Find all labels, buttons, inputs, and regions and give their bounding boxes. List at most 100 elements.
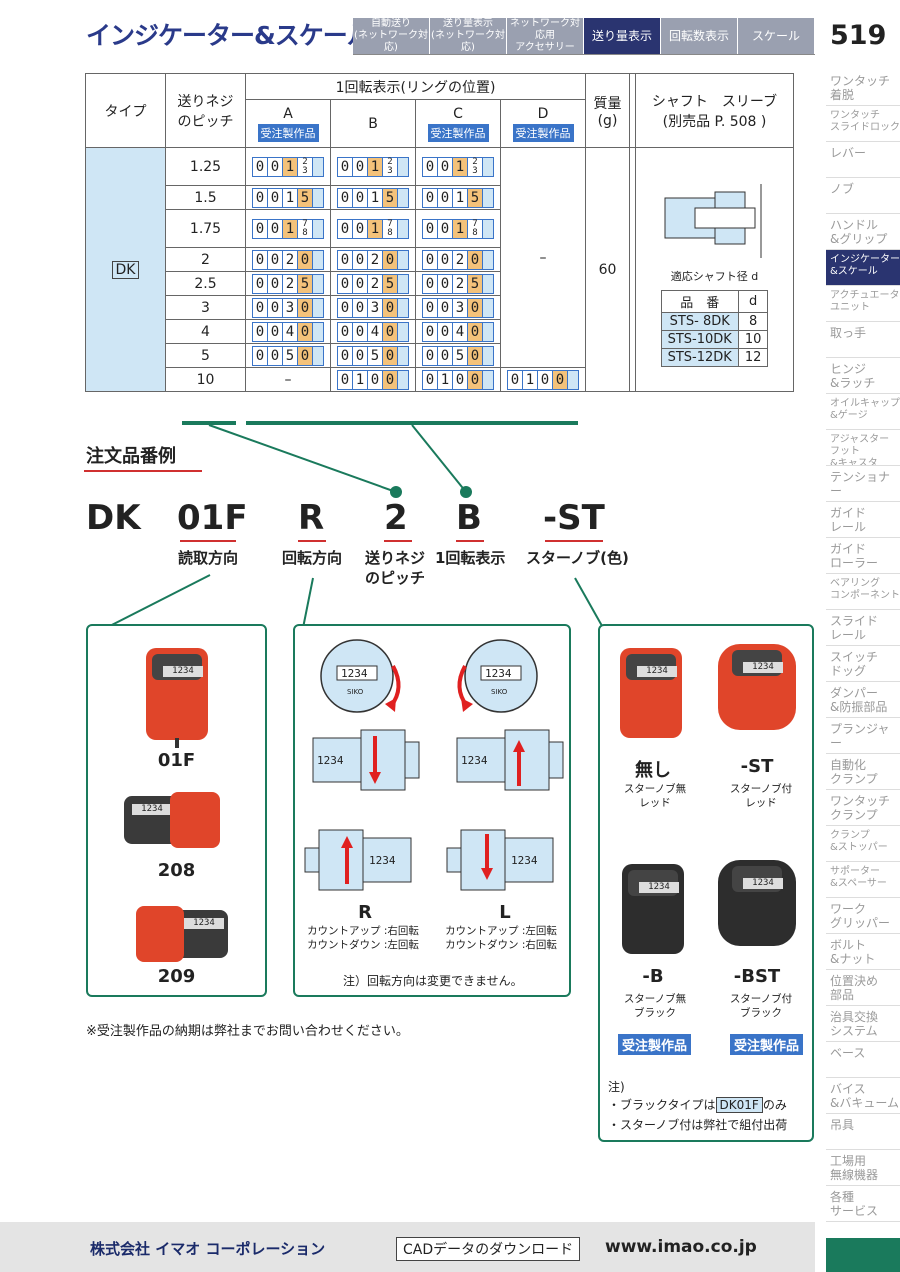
sidebar-item-27[interactable]: ベース	[826, 1042, 900, 1078]
rotation-direction-box: 1234 1234 SIKO SIKO 1234 1234 1234 1234 …	[293, 624, 571, 997]
header-divider	[353, 54, 815, 55]
sidebar-item-17[interactable]: ダンパー &防振部品	[826, 682, 900, 718]
read-direction-box: 1234 01F 1234 208 1234 209	[86, 624, 267, 997]
sidebar-item-11[interactable]: テンショナー	[826, 466, 900, 502]
tab-2[interactable]: ネットワーク対応用 アクセサリー	[507, 18, 584, 54]
sidebar-item-22[interactable]: サポーター &スペーサー	[826, 862, 900, 898]
mass-value: 60	[585, 147, 630, 392]
made-to-order-tag: 受注製作品	[618, 1034, 692, 1055]
sidebar-item-24[interactable]: ボルト &ナット	[826, 934, 900, 970]
code-knob: -ST	[543, 498, 605, 538]
note-star-knob: ・スターノブ付は弊社で組付出荷	[608, 1118, 788, 1132]
dial-brand: SIKO	[491, 688, 508, 696]
col-shaft: シャフト スリーブ (別売品 P. 508 )	[635, 73, 794, 148]
sidebar-item-2[interactable]: レバー	[826, 142, 900, 178]
label-read-direction: 読取方向	[178, 549, 239, 567]
sidebar-item-30[interactable]: 工場用 無線機器	[826, 1150, 900, 1186]
label-pitch: 送りネジ のピッチ	[365, 549, 426, 587]
sidebar-item-29[interactable]: 吊具	[826, 1114, 900, 1150]
cad-download-link[interactable]: CADデータのダウンロード	[396, 1237, 581, 1261]
knob-code-none: 無し	[635, 760, 671, 781]
sidebar-item-28[interactable]: バイス &バキューム	[826, 1078, 900, 1114]
website-link[interactable]: www.imao.co.jp	[605, 1237, 757, 1257]
order-example-title: 注文品番例	[86, 446, 176, 467]
sidebar-item-3[interactable]: ノブ	[826, 178, 900, 214]
sidebar-item-19[interactable]: 自動化 クランプ	[826, 754, 900, 790]
side-digits: 1234	[369, 854, 396, 867]
sidebar-item-31[interactable]: 各種 サービス	[826, 1186, 900, 1222]
connector-dot	[460, 486, 472, 498]
category-sidebar: ワンタッチ 着脱ワンタッチ スライドロックレバーノブハンドル &グリップインジケ…	[826, 70, 900, 1222]
knob-black-plain-image: 1234	[622, 864, 684, 954]
sidebar-item-18[interactable]: プランジャー	[826, 718, 900, 754]
sidebar-item-25[interactable]: 位置決め 部品	[826, 970, 900, 1006]
sidebar-item-10[interactable]: アジャスター フット &キャスタ	[826, 430, 900, 466]
knob-black-star-image: 1234	[718, 860, 796, 946]
sidebar-item-5[interactable]: インジケーター &スケール	[826, 250, 900, 286]
sidebar-item-6[interactable]: アクチュエータ ユニット	[826, 286, 900, 322]
tab-1[interactable]: 送り量表示 (ネットワーク対応)	[430, 18, 507, 54]
sidebar-item-14[interactable]: ベアリング コンポーネント	[826, 574, 900, 610]
sidebar-item-13[interactable]: ガイド ローラー	[826, 538, 900, 574]
tab-4[interactable]: 回転数表示	[661, 18, 738, 54]
rotation-bracket	[246, 421, 578, 425]
sidebar-item-1[interactable]: ワンタッチ スライドロック	[826, 106, 900, 142]
knob-desc-none: スターノブ無 レッド	[623, 783, 687, 809]
notes-head: 注)	[608, 1080, 625, 1094]
pitch-value: 1.25	[165, 147, 246, 186]
sidebar-item-15[interactable]: スライド レール	[826, 610, 900, 646]
sidebar-item-8[interactable]: ヒンジ &ラッチ	[826, 358, 900, 394]
sidebar-item-26[interactable]: 治具交換 システム	[826, 1006, 900, 1042]
sidebar-item-20[interactable]: ワンタッチ クランプ	[826, 790, 900, 826]
code-rotation: R	[298, 498, 325, 538]
label-ring: 1回転表示	[435, 549, 506, 567]
sidebar-item-4[interactable]: ハンドル &グリップ	[826, 214, 900, 250]
variant-208: 208	[157, 860, 196, 881]
pitch-value: 3	[165, 295, 246, 320]
col-type: タイプ	[85, 73, 166, 148]
side-digits: 1234	[461, 754, 488, 767]
label-knob: スターノブ(色)	[526, 549, 629, 567]
rotation-r: R	[358, 902, 372, 923]
variant-01f: 01F	[157, 750, 196, 771]
tab-0[interactable]: 自動送り (ネットワーク対応)	[353, 18, 430, 54]
product-01f-image: 1234	[146, 648, 208, 740]
sidebar-item-9[interactable]: オイルキャップ &ゲージ	[826, 394, 900, 430]
page-number: 519	[830, 20, 887, 51]
code-read-direction: 01F	[177, 498, 248, 538]
label-rotation: 回転方向	[282, 549, 343, 567]
sidebar-item-7[interactable]: 取っ手	[826, 322, 900, 358]
tab-5[interactable]: スケール	[738, 18, 815, 54]
tab-3[interactable]: 送り量表示	[584, 18, 661, 54]
sidebar-item-23[interactable]: ワーク グリッパー	[826, 898, 900, 934]
sidebar-item-12[interactable]: ガイド レール	[826, 502, 900, 538]
shaft-dia-label: 適応シャフト径 d	[670, 270, 759, 283]
sidebar-item-16[interactable]: スイッチ ドッグ	[826, 646, 900, 682]
knob-code-b: -B	[642, 966, 664, 987]
sidebar-item-21[interactable]: クランプ &ストッパー	[826, 826, 900, 862]
code-underline	[298, 540, 326, 542]
footer-accent-block	[826, 1238, 900, 1272]
sidebar-item-0[interactable]: ワンタッチ 着脱	[826, 70, 900, 106]
